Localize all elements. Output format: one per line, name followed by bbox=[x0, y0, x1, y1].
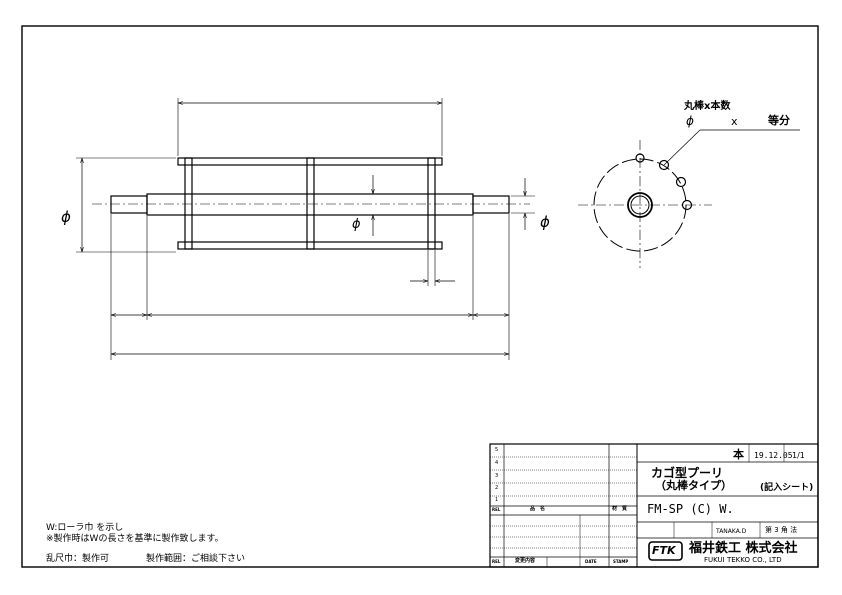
side-view bbox=[76, 98, 535, 360]
bottom-header-date: DATE bbox=[585, 559, 597, 564]
callout-x: x bbox=[731, 115, 738, 128]
bottom-header-stamp: STAMP bbox=[613, 559, 629, 564]
disc-right bbox=[427, 157, 436, 250]
rev-header-no: REL bbox=[492, 507, 501, 512]
end-view bbox=[578, 129, 800, 268]
company-logo-box bbox=[648, 541, 683, 561]
note-manufacture-range: 製作範囲：ご相談下さい bbox=[146, 554, 246, 564]
drawing-date: 19.12.05 bbox=[754, 451, 793, 460]
product-type: （丸棒タイプ） bbox=[655, 479, 732, 492]
drawing-scale: 1/1 bbox=[792, 451, 805, 460]
rev-header-item: 品 名 bbox=[530, 506, 546, 512]
company-name-en: FUKUI TEKKO CO., LTD bbox=[704, 556, 782, 564]
disc-left bbox=[184, 157, 193, 250]
sheet-type: (記入シート) bbox=[760, 483, 814, 493]
shaft-right-end bbox=[472, 195, 510, 214]
quantity-unit: 本 bbox=[733, 448, 744, 461]
outer-diameter-symbol: ϕ bbox=[61, 208, 71, 226]
end-view-bar-3 bbox=[675, 176, 687, 188]
end-view-bar-4 bbox=[681, 199, 693, 211]
note-roller-width: W:ローラ巾 を示し bbox=[46, 523, 124, 533]
company-logo: FTK bbox=[652, 544, 676, 557]
shaft-diameter-symbol: ϕ bbox=[352, 217, 361, 232]
end-view-bar-1 bbox=[635, 153, 645, 163]
end-view-bar-2 bbox=[658, 159, 670, 171]
note-manufacture-basis: ※製作時はWの長さを基準に製作致します。 bbox=[46, 534, 224, 544]
rev-row-1: 1 bbox=[495, 497, 499, 503]
rev-row-2: 2 bbox=[495, 485, 499, 491]
end-view-outer-circle bbox=[593, 158, 687, 252]
rev-row-5: 5 bbox=[495, 447, 499, 453]
designer-name: TANAKA.D bbox=[716, 528, 747, 535]
callout-phi: ϕ bbox=[686, 114, 694, 128]
title-block bbox=[489, 443, 819, 568]
sheet-border bbox=[21, 25, 819, 568]
rev-row-3: 3 bbox=[495, 473, 499, 479]
end-diameter-symbol: ϕ bbox=[540, 213, 550, 231]
projection-method: 第 3 角 法 bbox=[765, 526, 798, 534]
note-random-width: 乱尺巾：製作可 bbox=[46, 554, 110, 564]
disc-center bbox=[306, 157, 315, 250]
bottom-header-desc: 変更内容 bbox=[515, 558, 536, 564]
end-view-hub bbox=[627, 192, 653, 218]
shaft-left-end bbox=[110, 195, 148, 214]
company-name: 福井鉄工 株式会社 bbox=[689, 541, 798, 556]
cage-top-bar bbox=[177, 157, 443, 166]
rev-row-4: 4 bbox=[495, 460, 499, 466]
product-name: カゴ型プーリ bbox=[651, 466, 724, 480]
cage-bottom-bar bbox=[177, 241, 443, 250]
callout-equal-division: 等分 bbox=[768, 114, 790, 127]
main-shaft bbox=[146, 193, 474, 216]
bottom-header-no: REL bbox=[492, 559, 501, 564]
callout-label: 丸棒x本数 bbox=[684, 101, 731, 112]
rev-header-material: 材 質 bbox=[612, 506, 628, 512]
drawing-number: FM-SP (C) W. bbox=[647, 502, 734, 516]
